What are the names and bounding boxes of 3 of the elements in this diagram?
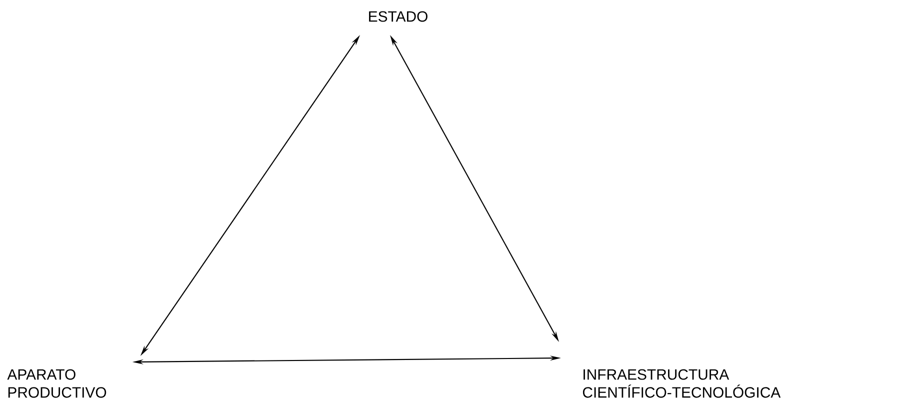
node-label: ESTADO [369,11,428,22]
node-label: APARATO PRODUCTIVO [7,369,106,398]
node-label: INFRAESTRUCTURA CIENTÍFICO-TECNOLÓGICA [582,369,781,398]
